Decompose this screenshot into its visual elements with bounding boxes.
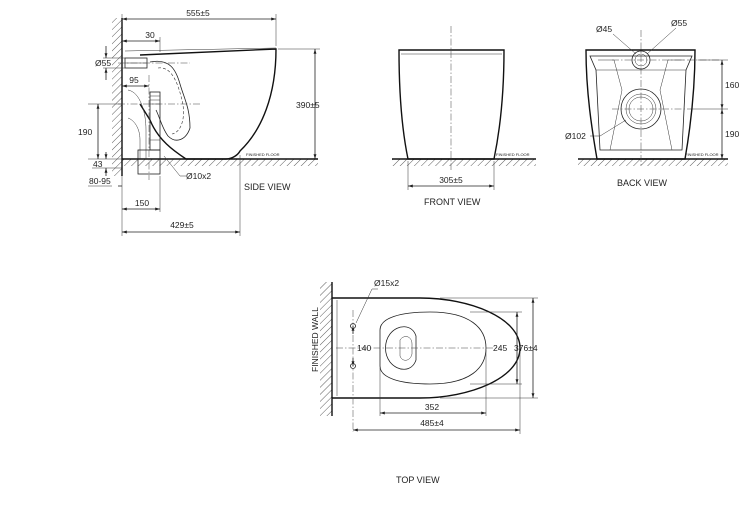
- top-bowl-opening: [385, 326, 417, 370]
- dim-outlet-distance: 150: [135, 198, 149, 208]
- dim-back-dia-large: Ø55: [671, 18, 687, 28]
- back-floor-hatch: [578, 159, 728, 166]
- front-view-title: FRONT VIEW: [424, 197, 481, 207]
- back-view-title: BACK VIEW: [617, 178, 668, 188]
- back-view: Ø45 Ø55 160 190 Ø102 FINISHED FLOOR BACK…: [565, 18, 739, 188]
- back-body-outline: [585, 49, 696, 160]
- top-view-title: TOP VIEW: [396, 475, 440, 485]
- dim-back-upper-height: 160: [725, 80, 739, 90]
- dim-height: 390±5: [296, 100, 320, 110]
- dim-top-bowl-width: 245: [493, 343, 507, 353]
- back-floor-label: FINISHED FLOOR: [685, 152, 719, 157]
- top-wall-label: FINISHED WALL: [310, 307, 320, 372]
- dim-back-lower-height: 190: [725, 129, 739, 139]
- dim-top-fixing: Ø15x2: [374, 278, 399, 288]
- side-outlet-spigot: [149, 91, 161, 151]
- dim-back-dia-small: Ø45: [596, 24, 612, 34]
- side-floor-label: FINISHED FLOOR: [246, 152, 280, 157]
- dim-outlet-height: 190: [78, 127, 92, 137]
- side-wall-hatch: [112, 18, 122, 176]
- dim-wall-range: 80-95: [89, 176, 111, 186]
- dim-front-width: 305±5: [439, 175, 463, 185]
- side-top-edge: [124, 47, 277, 52]
- dim-inlet-offset: 95: [129, 75, 139, 85]
- top-wall-hatch: [320, 282, 332, 416]
- dim-top-overall-width: 376±4: [514, 343, 538, 353]
- dim-top-overall-length: 485±4: [420, 418, 444, 428]
- top-view: Ø15x2 140 245 376±4 352 485±4 FINISHED W…: [310, 278, 538, 485]
- dim-pipe-dia: Ø55: [95, 58, 111, 68]
- side-floor-hatch: [122, 159, 318, 166]
- dim-base-length: 429±5: [170, 220, 194, 230]
- side-view: 555±5 30 Ø55 95 390±5 190 43 80-95: [78, 8, 320, 236]
- front-floor-hatch: [392, 159, 536, 166]
- dim-top-bowl-length: 352: [425, 402, 439, 412]
- dim-fixing: Ø10x2: [186, 171, 211, 181]
- dim-top-fixing-spacing: 140: [357, 343, 371, 353]
- front-view: 305±5 FINISHED FLOOR FRONT VIEW: [392, 26, 536, 207]
- dim-back-outlet-dia: Ø102: [565, 131, 586, 141]
- front-body-outline: [398, 49, 505, 160]
- top-body-outline: [332, 297, 521, 399]
- side-view-title: SIDE VIEW: [244, 182, 291, 192]
- side-trapway: [149, 60, 191, 141]
- dim-overall-length: 555±5: [186, 8, 210, 18]
- side-body-outline: [139, 48, 277, 160]
- dim-top-offset: 30: [145, 30, 155, 40]
- top-bowl-outline: [379, 311, 487, 385]
- dim-outlet-base: 43: [93, 159, 103, 169]
- front-floor-label: FINISHED FLOOR: [496, 152, 530, 157]
